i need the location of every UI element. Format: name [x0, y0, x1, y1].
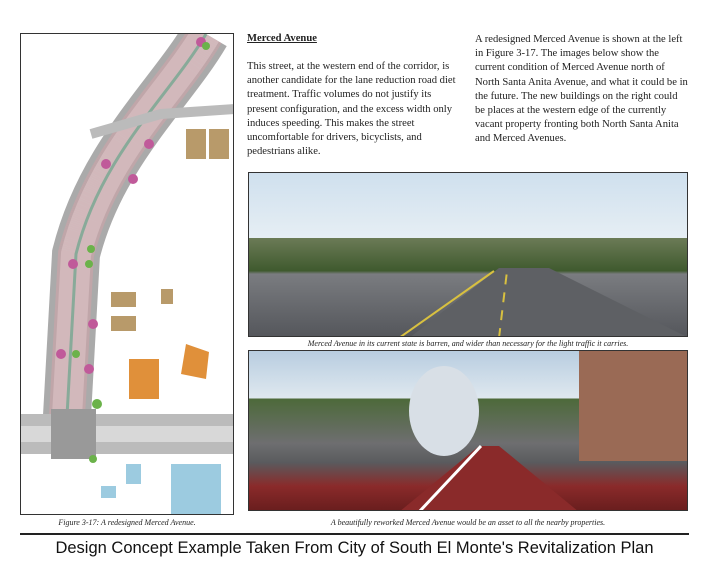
divider-rule: [20, 533, 689, 535]
section-heading: Merced Avenue: [247, 33, 317, 44]
site-plan-figure: [20, 33, 234, 515]
body-paragraph-1: This street, at the western end of the c…: [247, 61, 456, 158]
figure-caption: Figure 3-17: A redesigned Merced Avenue.: [58, 518, 196, 527]
photo-caption-top: Merced Avenue in its current state is ba…: [307, 339, 629, 348]
footer-title: Design Concept Example Taken From City o…: [55, 539, 654, 557]
body-paragraph-2: A redesigned Merced Avenue is shown at t…: [475, 34, 688, 145]
photo-redesigned-street: [248, 350, 688, 511]
photo-current-street: [248, 172, 688, 337]
photo-caption-bottom: A beautifully reworked Merced Avenue wou…: [330, 518, 606, 527]
